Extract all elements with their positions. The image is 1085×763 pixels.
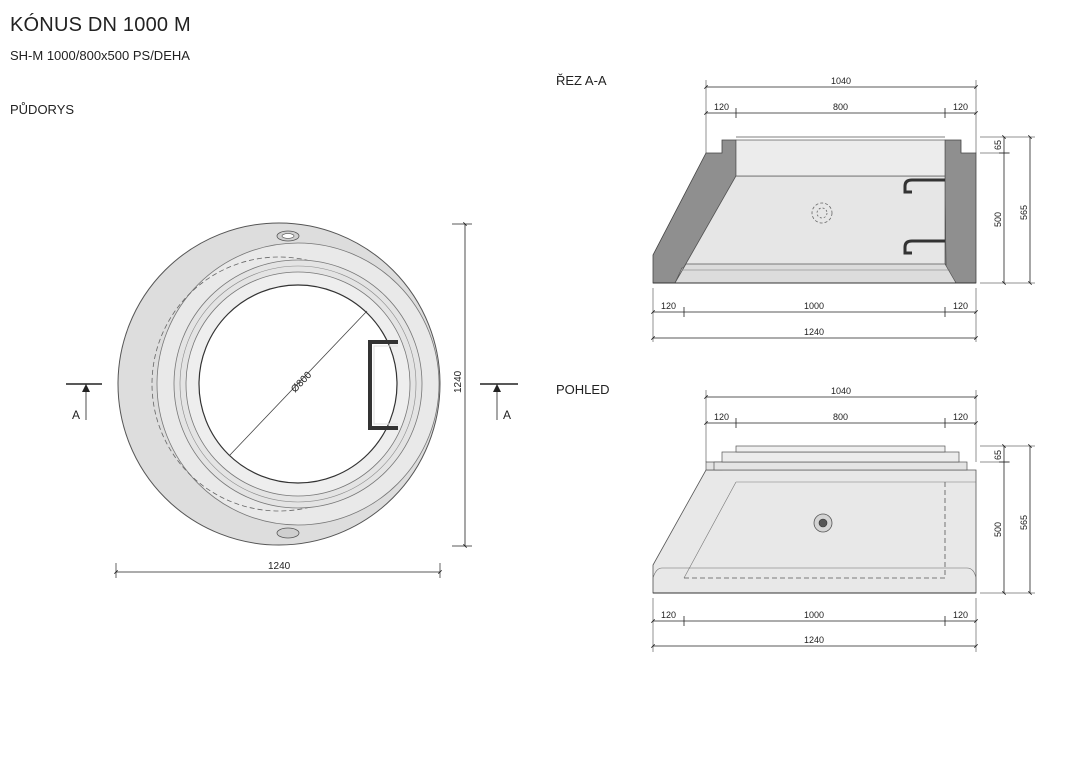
section-step-iron-lower [903, 239, 945, 255]
section-side-total-label: 565 [1019, 205, 1029, 220]
section-top-mid-label: 800 [833, 102, 848, 112]
plan-view: Ø800 1240 1240 A A [66, 222, 518, 578]
elevation-bottom-mid-label: 1000 [804, 610, 824, 620]
plan-inner-step-2 [179, 265, 417, 503]
plan-step-iron [368, 340, 398, 430]
section-top-left-label: 120 [714, 102, 729, 112]
elevation-top-left-label: 120 [714, 412, 729, 422]
section-bottom-left-label: 120 [661, 301, 676, 311]
plan-diameter-line [228, 310, 368, 457]
plan-lifting-hole-top-inner [281, 233, 295, 239]
section-mark-left-label: A [72, 408, 80, 422]
drawing-title: KÓNUS DN 1000 M [10, 14, 191, 36]
plan-height-label: 1240 [453, 370, 464, 393]
section-side-top-label: 65 [993, 140, 1003, 150]
elevation-side-top-label: 65 [993, 450, 1003, 460]
plan-view-label: PŮDORYS [10, 102, 75, 117]
elevation-cone-face [652, 469, 977, 594]
plan-width-label: 1240 [268, 561, 291, 572]
section-step-iron-upper [903, 178, 945, 194]
elevation-side-total-label: 565 [1019, 515, 1029, 530]
section-mark-right: A [480, 383, 518, 422]
plan-step-iron-inner [373, 345, 398, 425]
elevation-bottom-right-label: 120 [953, 610, 968, 620]
elevation-view-label: POHLED [556, 382, 610, 397]
elevation-cone-edge [683, 481, 737, 579]
elevation-top-ring [735, 445, 946, 453]
section-side-body-label: 500 [993, 212, 1003, 227]
elevation-top-right-label: 120 [953, 412, 968, 422]
section-lifting-hole-inner [816, 207, 828, 219]
elevation-lifting-hole-inner [818, 518, 828, 528]
section-right-wall [944, 139, 977, 284]
section-view-label: ŘEZ A-A [556, 73, 607, 88]
elevation-hidden-interior [684, 482, 946, 579]
elevation-collar-band [713, 461, 968, 471]
section-view: 1040 120 800 120 65 500 565 120 1000 120… [651, 76, 1035, 342]
elevation-top-total-label: 1040 [831, 386, 851, 396]
elevation-collar [721, 451, 960, 463]
section-bottom-right-label: 120 [953, 301, 968, 311]
section-mark-right-label: A [503, 408, 511, 422]
section-base-step [674, 263, 957, 284]
elevation-top-mid-label: 800 [833, 412, 848, 422]
section-top-collar [735, 139, 946, 177]
section-top-right-label: 120 [953, 102, 968, 112]
section-lifting-hole [811, 202, 833, 224]
elevation-side-body-label: 500 [993, 522, 1003, 537]
elevation-view: 1040 120 800 120 65 500 565 120 1000 120… [651, 386, 1035, 652]
drawing-subtitle: SH-M 1000/800x500 PS/DEHA [10, 48, 190, 63]
section-bottom-mid-label: 1000 [804, 301, 824, 311]
section-mark-left: A [66, 383, 102, 422]
plan-lifting-hole-bottom [276, 527, 300, 539]
section-top-total-label: 1040 [831, 76, 851, 86]
section-bottom-total-label: 1240 [804, 327, 824, 337]
elevation-base-foot [652, 567, 977, 593]
elevation-bottom-total-label: 1240 [804, 635, 824, 645]
elevation-bottom-left-label: 120 [661, 610, 676, 620]
